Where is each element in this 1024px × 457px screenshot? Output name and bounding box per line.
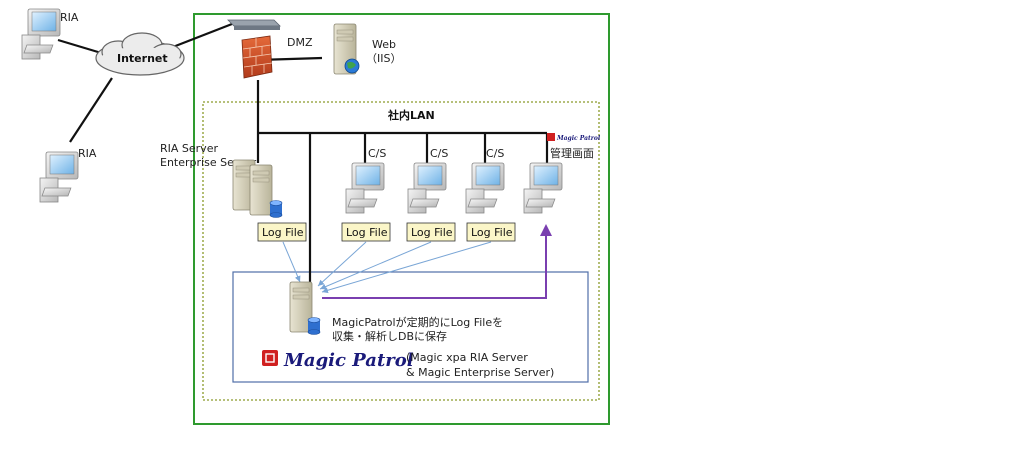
- log-file-2: Log File: [341, 222, 391, 242]
- log-file-2-label: Log File: [346, 226, 388, 239]
- note-line1: MagicPatrolが定期的にLog Fileを: [332, 315, 503, 329]
- product-line1: (Magic xpa RIA Server: [406, 351, 528, 364]
- magicpatrol-box: [232, 271, 589, 383]
- server-label-line2: Enterprise Server: [160, 156, 257, 169]
- firewall-icon: [241, 35, 273, 79]
- web-server-icon: [333, 23, 360, 75]
- outer-network-boundary: [193, 13, 610, 425]
- brand-name: Magic Patrol: [283, 350, 414, 371]
- cs-client-3-pc-icon: [465, 162, 505, 214]
- magic-patrol-small-logo: Magic Patrol: [547, 133, 601, 142]
- iis-label: （IIS）: [366, 52, 401, 65]
- magic-patrol-logo: Magic Patrol: [262, 350, 414, 371]
- admin-pc-icon: [523, 162, 563, 214]
- admin-view-arrow: [322, 224, 552, 299]
- log-file-4: Log File: [466, 222, 516, 242]
- dmz-label: DMZ: [287, 36, 313, 49]
- cs-client-2-pc-icon: [407, 162, 447, 214]
- product-line2: & Magic Enterprise Server): [406, 366, 554, 379]
- cs-label-2: C/S: [430, 147, 448, 160]
- cs-client-1-pc-icon: [345, 162, 385, 214]
- ria-left-pc-icon: [39, 151, 79, 203]
- admin-label: 管理画面: [550, 146, 594, 160]
- internet-label: Internet: [117, 52, 168, 65]
- svg-text:Magic Patrol: Magic Patrol: [556, 135, 601, 142]
- log-file-3: Log File: [406, 222, 456, 242]
- cs-label-3: C/S: [486, 147, 504, 160]
- lan-label: 社内LAN: [387, 108, 435, 122]
- web-label: Web: [372, 38, 396, 51]
- magicpatrol-server-icon: [289, 281, 321, 335]
- magicpatrol-database-icon: [307, 317, 321, 335]
- server-label-line1: RIA Server: [160, 142, 218, 155]
- log-file-1-label: Log File: [262, 226, 304, 239]
- ria-top-label: RIA: [60, 11, 79, 24]
- note-line2: 収集・解析しDBに保存: [332, 329, 447, 343]
- ria-left-label: RIA: [78, 147, 97, 160]
- router-icon: [227, 19, 281, 30]
- ria-enterprise-server-icon: [232, 159, 283, 218]
- cs-label-1: C/S: [368, 147, 386, 160]
- cloud-icon: [95, 32, 185, 76]
- log-file-1: Log File: [257, 222, 307, 242]
- log-file-4-label: Log File: [471, 226, 513, 239]
- log-collection-arrows: [282, 241, 492, 294]
- ria-top-pc-icon: [21, 8, 61, 60]
- database-icon: [269, 200, 283, 218]
- lan-boundary: [202, 101, 600, 401]
- log-file-3-label: Log File: [411, 226, 453, 239]
